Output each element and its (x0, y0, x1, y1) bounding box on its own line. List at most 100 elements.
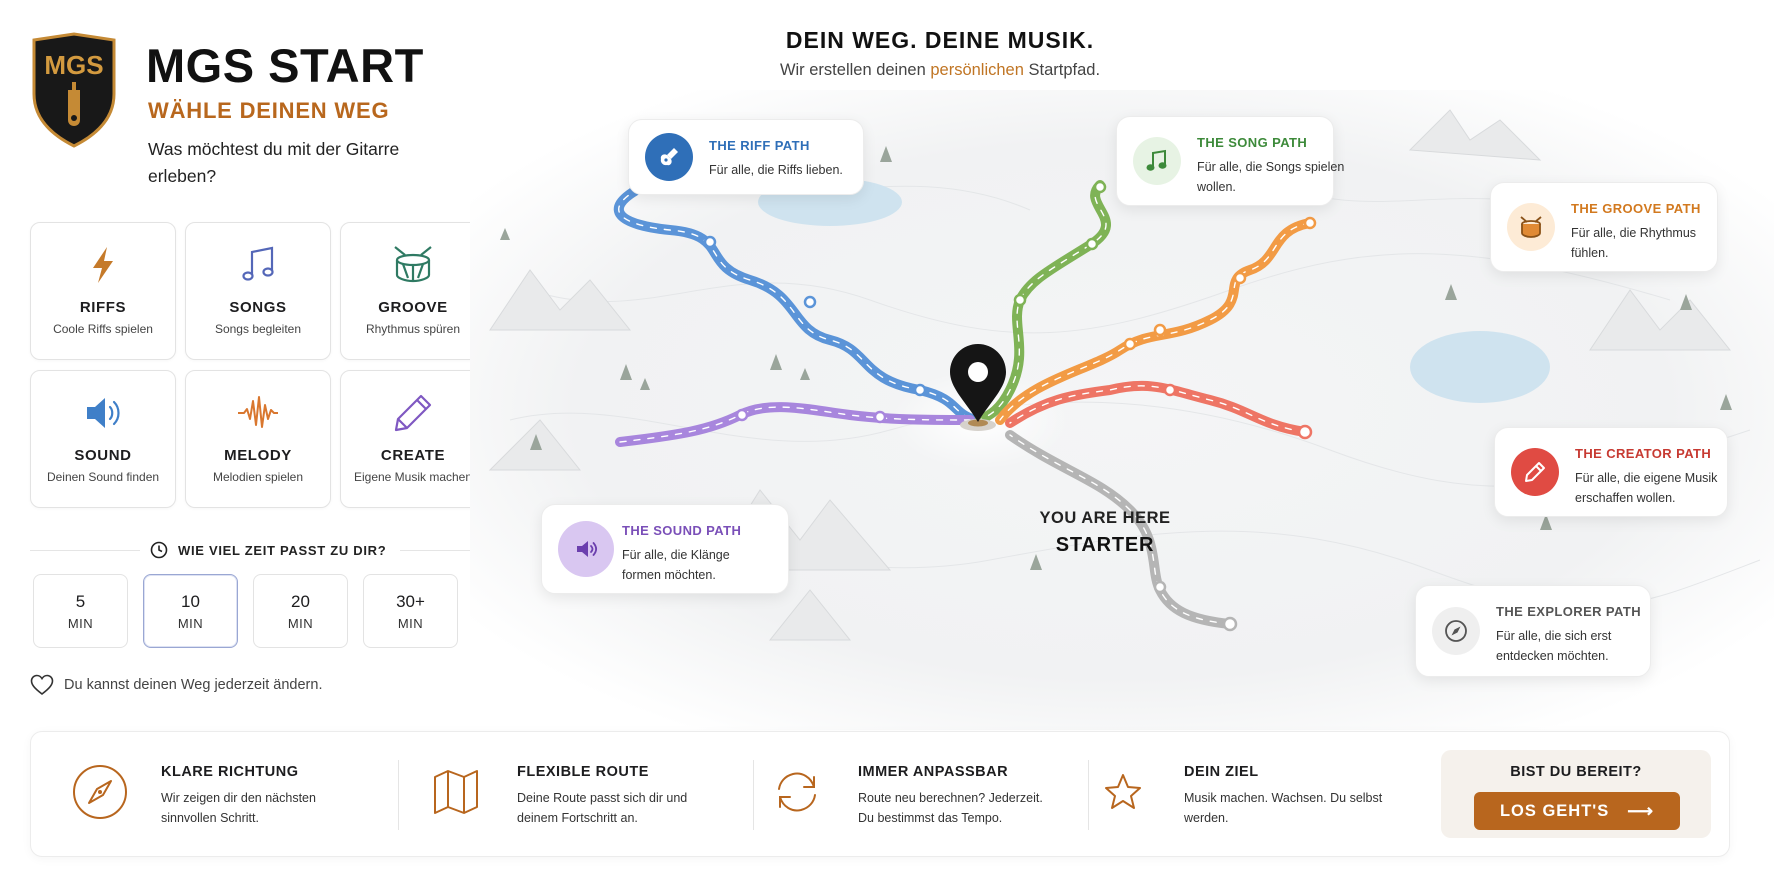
divider-line (30, 550, 140, 551)
tile-label: MELODY (224, 447, 292, 464)
tile-label: GROOVE (378, 299, 448, 316)
time-value: 30+ (396, 591, 425, 611)
path-desc: Für alle, die Songs spielen wollen. (1197, 160, 1345, 194)
change-note-text: Du kannst deinen Weg jederzeit ändern. (64, 677, 323, 693)
intro-question: Was möchtest du mit der Gitarre erleben? (148, 139, 400, 186)
time-value: 5 (75, 591, 86, 611)
time-unit: MIN (287, 615, 314, 631)
hero-subtitle-end: Startpfad. (1023, 61, 1101, 79)
feature-flexible-route: FLEXIBLE ROUTE Deine Route passt sich di… (387, 732, 717, 858)
path-title: THE CREATOR PATH (1575, 446, 1712, 461)
start-button-label: LOS GEHT'S (1499, 801, 1610, 820)
speaker-icon (558, 521, 614, 577)
app-title: MGS START (146, 39, 424, 92)
path-desc: Für alle, die Riffs lieben. (709, 163, 843, 177)
brand-header: MGS MGS START WÄHLE DEINEN WEG Was möcht… (30, 32, 460, 186)
divider (753, 760, 754, 830)
path-title: THE SOUND PATH (622, 523, 742, 538)
feature-title: DEIN ZIEL (1184, 764, 1259, 780)
tile-label: SOUND (74, 447, 132, 464)
tile-create[interactable]: CREATE Eigene Musik machen (340, 370, 486, 508)
feature-title: IMMER ANPASSBAR (858, 764, 1009, 780)
speaker-icon (87, 398, 120, 428)
music-note-icon (1133, 137, 1181, 185)
interest-tiles: RIFFS Coole Riffs spielen SONGS Songs be… (30, 222, 488, 509)
feature-desc: Musik machen. Wachsen. Du selbst werden. (1184, 791, 1383, 825)
feature-desc: Wir zeigen dir den nächsten sinnvollen S… (161, 791, 316, 825)
tile-desc: Rhythmus spüren (365, 322, 461, 336)
path-title: THE EXPLORER PATH (1496, 604, 1641, 619)
divider (1088, 760, 1089, 830)
path-title: THE GROOVE PATH (1571, 201, 1701, 216)
location-pin-icon (950, 344, 1006, 431)
lightning-icon (93, 247, 113, 283)
riff-path-card[interactable]: THE RIFF PATH Für alle, die Riffs lieben… (628, 119, 864, 195)
refresh-icon (778, 772, 816, 812)
hero-subtitle-highlight: persönlichen (930, 61, 1024, 79)
path-title: THE RIFF PATH (709, 138, 810, 153)
compass-icon (1432, 607, 1480, 655)
time-unit: MIN (177, 615, 204, 631)
location-level: STARTER (1055, 534, 1155, 556)
start-button[interactable]: LOS GEHT'S ⟶ (1474, 792, 1680, 830)
tile-label: RIFFS (79, 299, 127, 316)
feature-title: FLEXIBLE ROUTE (517, 764, 649, 780)
path-title: THE SONG PATH (1197, 135, 1308, 150)
tile-sound[interactable]: SOUND Deinen Sound finden (30, 370, 176, 508)
feature-title: KLARE RICHTUNG (161, 764, 299, 780)
tile-label: CREATE (380, 447, 446, 464)
feature-clear-direction: KLARE RICHTUNG Wir zeigen dir den nächst… (31, 732, 371, 858)
mgs-logo-icon: MGS (32, 32, 116, 148)
hero-subtitle: Wir erstellen deinen persönlichen Startp… (640, 61, 1240, 80)
feature-goal: DEIN ZIEL Musik machen. Wachsen. Du selb… (1054, 732, 1384, 858)
time-heading-label: WIE VIEL ZEIT PASST ZU DIR? (178, 543, 387, 558)
sound-path-card[interactable]: THE SOUND PATH Für alle, die Klänge form… (541, 504, 789, 594)
path-desc: Für alle, die sich erst entdecken möchte… (1496, 629, 1612, 663)
waveform-icon (238, 396, 278, 428)
path-desc: Für alle, die Klänge formen möchten. (622, 548, 730, 582)
music-note-icon (242, 246, 274, 281)
drum-icon (394, 246, 432, 283)
feature-desc: Route neu berechnen? Jederzeit. Du besti… (858, 791, 1043, 825)
current-location: YOU ARE HERE STARTER (1020, 509, 1190, 557)
time-option-30[interactable]: 30+ MIN (363, 574, 458, 648)
drum-icon (1507, 203, 1555, 251)
explorer-path-card[interactable]: THE EXPLORER PATH Für alle, die sich ers… (1415, 585, 1651, 677)
tile-desc: Eigene Musik machen (353, 470, 473, 484)
time-unit: MIN (67, 615, 94, 631)
location-label: YOU ARE HERE (1039, 509, 1171, 527)
hero-subtitle-start: Wir erstellen deinen (779, 61, 931, 79)
tile-label: SONGS (229, 299, 287, 316)
time-value: 10 (181, 591, 200, 611)
tile-desc: Songs begleiten (214, 322, 302, 336)
pencil-icon (1511, 448, 1559, 496)
feature-bar: KLARE RICHTUNG Wir zeigen dir den nächst… (30, 731, 1730, 857)
time-value: 20 (291, 591, 310, 611)
time-heading: WIE VIEL ZEIT PASST ZU DIR? (30, 540, 488, 560)
hero-title: DEIN WEG. DEINE MUSIK. (785, 27, 1095, 53)
pencil-icon (394, 394, 432, 432)
heart-icon (30, 674, 54, 696)
tile-groove[interactable]: GROOVE Rhythmus spüren (340, 222, 486, 360)
cta-question: BIST DU BEREIT? (1510, 764, 1642, 780)
feature-desc: Deine Route passt sich dir und deinem Fo… (517, 791, 688, 825)
tile-riffs[interactable]: RIFFS Coole Riffs spielen (30, 222, 176, 360)
time-unit: MIN (397, 615, 424, 631)
path-desc: Für alle, die eigene Musik erschaffen wo… (1575, 471, 1718, 505)
tile-melody[interactable]: MELODY Melodien spielen (185, 370, 331, 508)
arrow-right-icon: ⟶ (1627, 800, 1655, 821)
creator-path-card[interactable]: THE CREATOR PATH Für alle, die eigene Mu… (1494, 427, 1728, 517)
groove-path-card[interactable]: THE GROOVE PATH Für alle, die Rhythmus f… (1490, 182, 1718, 272)
path-desc: Für alle, die Rhythmus fühlen. (1571, 226, 1697, 260)
song-path-card[interactable]: THE SONG PATH Für alle, die Songs spiele… (1116, 116, 1344, 206)
tile-songs[interactable]: SONGS Songs begleiten (185, 222, 331, 360)
divider (398, 760, 399, 830)
compass-icon (73, 765, 127, 819)
star-icon (1105, 774, 1141, 809)
clock-icon (150, 541, 168, 559)
divider-line (400, 550, 488, 551)
